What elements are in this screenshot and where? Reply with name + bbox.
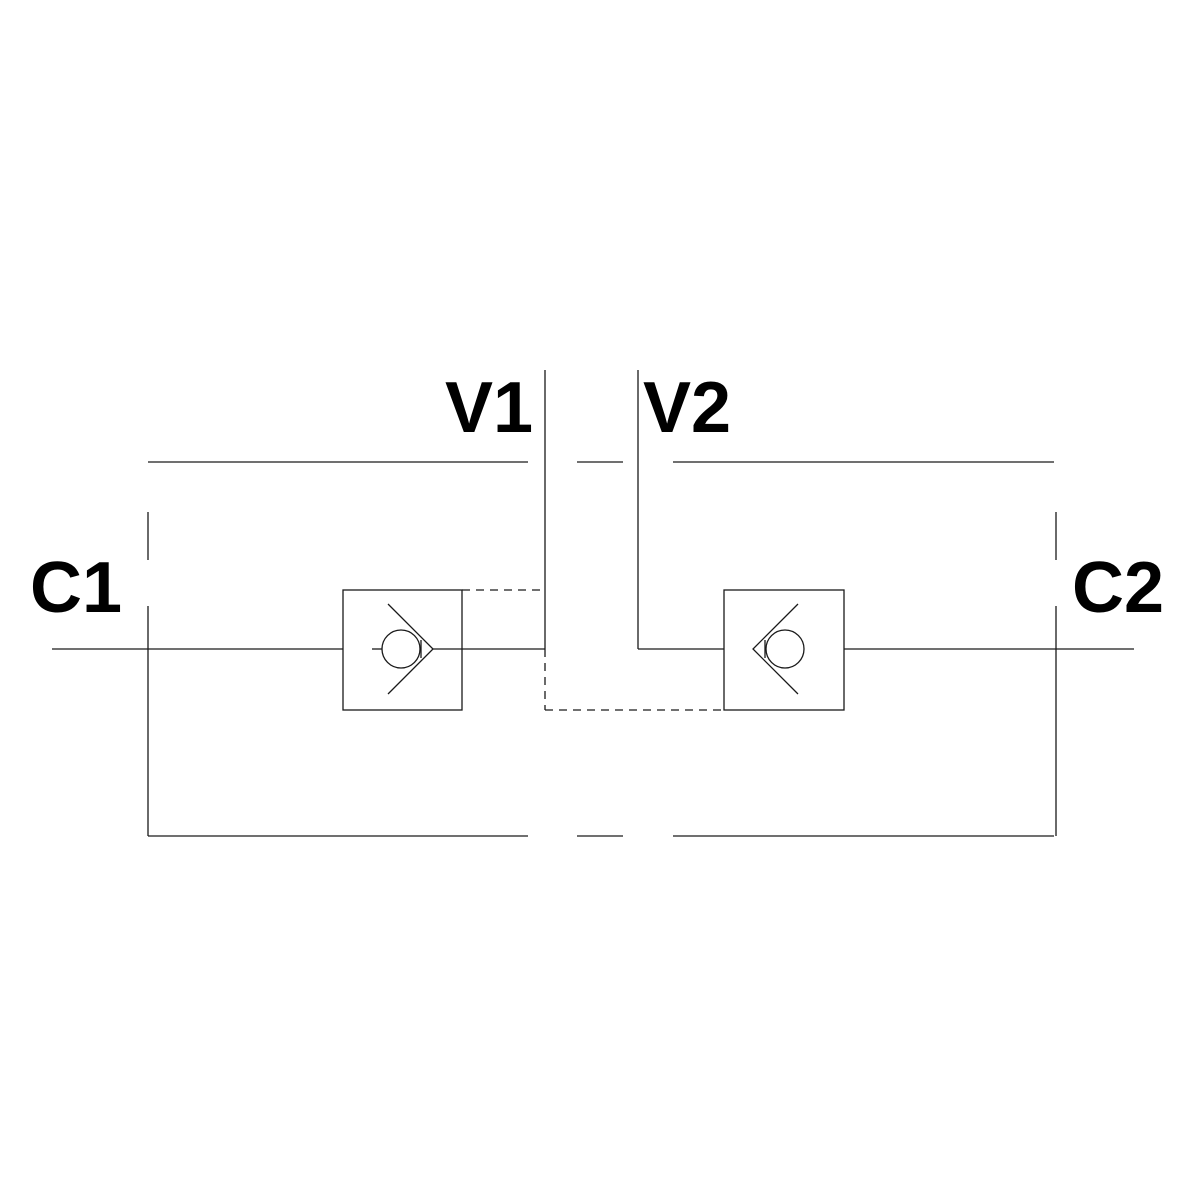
port-label-c1: C1 (30, 548, 122, 628)
port-label-c2: C2 (1072, 548, 1164, 628)
check-valve-left (342, 589, 463, 711)
check-valve-icon (381, 603, 434, 695)
valve-block-outline (147, 461, 1057, 837)
port-label-v2: V2 (643, 368, 731, 448)
flow-lines (52, 370, 1134, 650)
check-valve-icon (752, 603, 805, 695)
check-valve-right (723, 589, 845, 711)
port-label-v1: V1 (445, 368, 533, 448)
pilot-lines (462, 589, 724, 711)
